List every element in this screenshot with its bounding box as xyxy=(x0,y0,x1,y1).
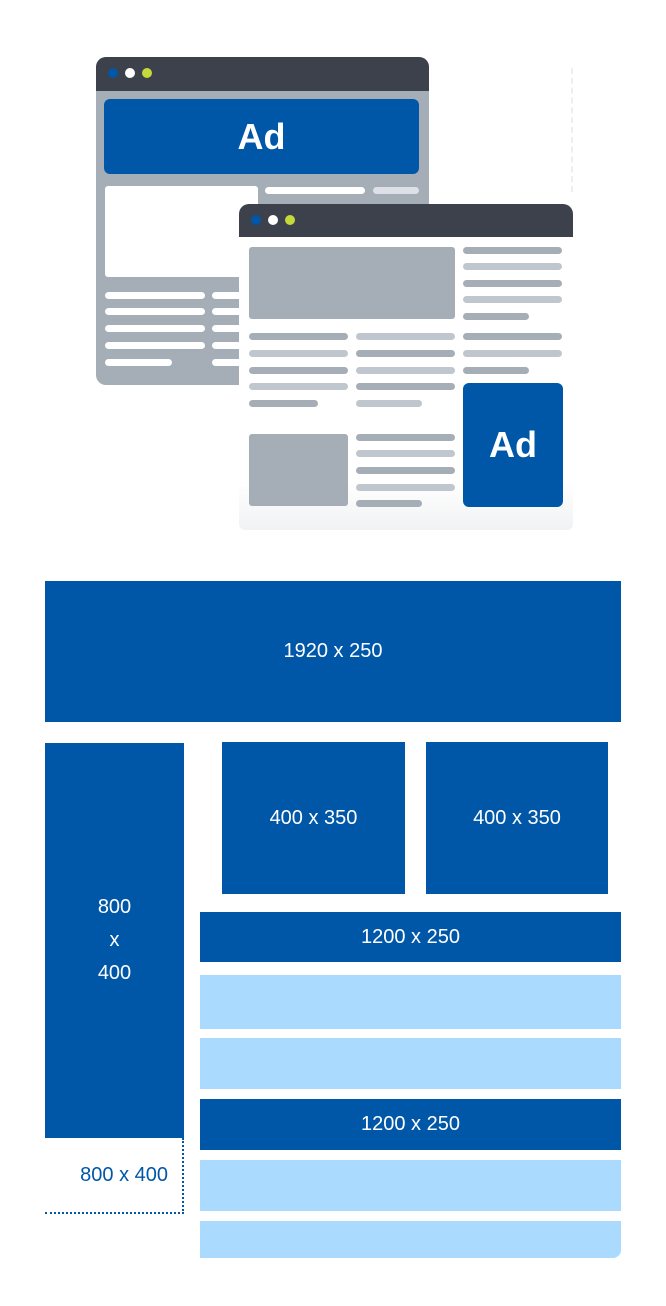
leaderboard-1200x250: 1200 x 250 xyxy=(200,912,621,962)
text-line xyxy=(105,325,205,332)
text-line xyxy=(356,350,455,357)
text-line xyxy=(356,400,422,407)
text-line xyxy=(356,484,455,491)
text-line xyxy=(212,308,252,315)
text-line xyxy=(249,383,348,390)
content-row xyxy=(200,1160,621,1211)
square-400x350: 400 x 350 xyxy=(222,742,405,894)
window-dot-icon xyxy=(125,68,135,78)
front-browser-window: Ad xyxy=(239,204,573,530)
text-line xyxy=(356,383,455,390)
text-line xyxy=(356,450,455,457)
square-400x350: 400 x 350 xyxy=(426,742,608,894)
text-line xyxy=(212,342,252,349)
window-dot-icon xyxy=(108,68,118,78)
text-line xyxy=(463,333,562,340)
size-label: x xyxy=(109,929,120,951)
text-line xyxy=(105,308,205,315)
text-line xyxy=(356,333,455,340)
window-dot-icon xyxy=(142,68,152,78)
text-line xyxy=(373,187,419,194)
text-line xyxy=(249,333,348,340)
text-line xyxy=(463,280,562,287)
text-line xyxy=(356,434,455,441)
size-label: 800 xyxy=(97,896,132,918)
content-row xyxy=(200,1221,621,1258)
text-line xyxy=(463,263,562,270)
text-line xyxy=(212,359,252,366)
skyscraper-alt-800x400: 800 x 400 xyxy=(45,1138,184,1214)
skyscraper-800x400: 800 x 400 xyxy=(45,743,184,1138)
text-line xyxy=(265,187,365,194)
sidebar-ad: Ad xyxy=(463,383,563,507)
dashed-divider xyxy=(571,68,573,192)
text-line xyxy=(105,359,172,366)
image-placeholder xyxy=(105,186,258,277)
text-line xyxy=(356,367,455,374)
content-row xyxy=(200,1038,621,1089)
text-line xyxy=(463,247,562,254)
window-dot-icon xyxy=(251,215,261,225)
title-bar xyxy=(96,57,429,91)
text-line xyxy=(249,400,318,407)
size-label: 400 xyxy=(97,962,132,984)
content-row xyxy=(200,975,621,1029)
text-line xyxy=(105,342,205,349)
text-line xyxy=(356,500,422,507)
text-line xyxy=(212,325,252,332)
text-line xyxy=(463,296,562,303)
title-bar xyxy=(239,204,573,237)
text-line xyxy=(463,350,562,357)
text-line xyxy=(463,313,529,320)
text-line xyxy=(249,350,348,357)
text-line xyxy=(356,467,455,474)
banner-1920x250: 1920 x 250 xyxy=(45,581,621,722)
text-line xyxy=(463,367,529,374)
window-dot-icon xyxy=(268,215,278,225)
banner-ad: Ad xyxy=(104,99,419,174)
window-dot-icon xyxy=(285,215,295,225)
image-placeholder xyxy=(249,247,455,319)
text-line xyxy=(212,292,252,299)
leaderboard-1200x250: 1200 x 250 xyxy=(200,1099,621,1150)
text-line xyxy=(105,292,205,299)
text-line xyxy=(249,367,348,374)
image-placeholder xyxy=(249,434,348,506)
